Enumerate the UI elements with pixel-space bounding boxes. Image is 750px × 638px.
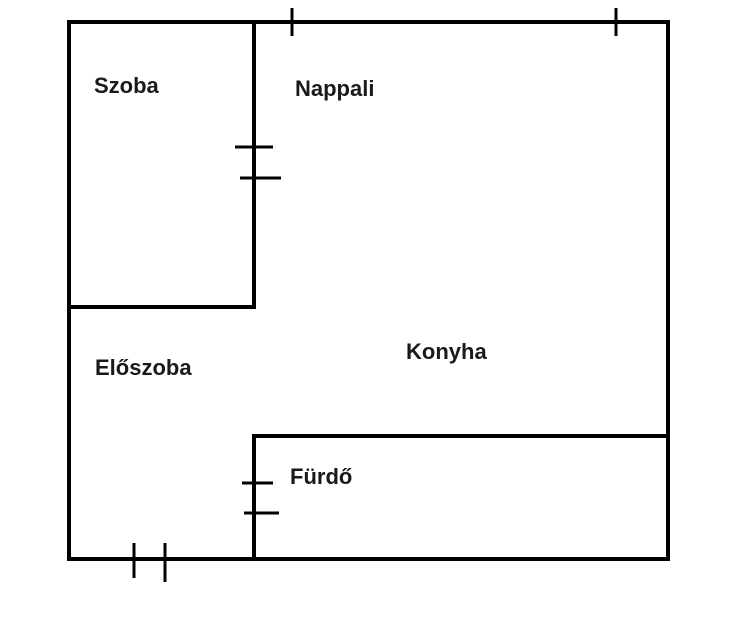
room-label-furdo: Fürdő (290, 464, 352, 489)
room-label-szoba: Szoba (94, 73, 160, 98)
room-label-nappali: Nappali (295, 76, 374, 101)
room-label-eloszoba: Előszoba (95, 355, 192, 380)
room-label-konyha: Konyha (406, 339, 487, 364)
